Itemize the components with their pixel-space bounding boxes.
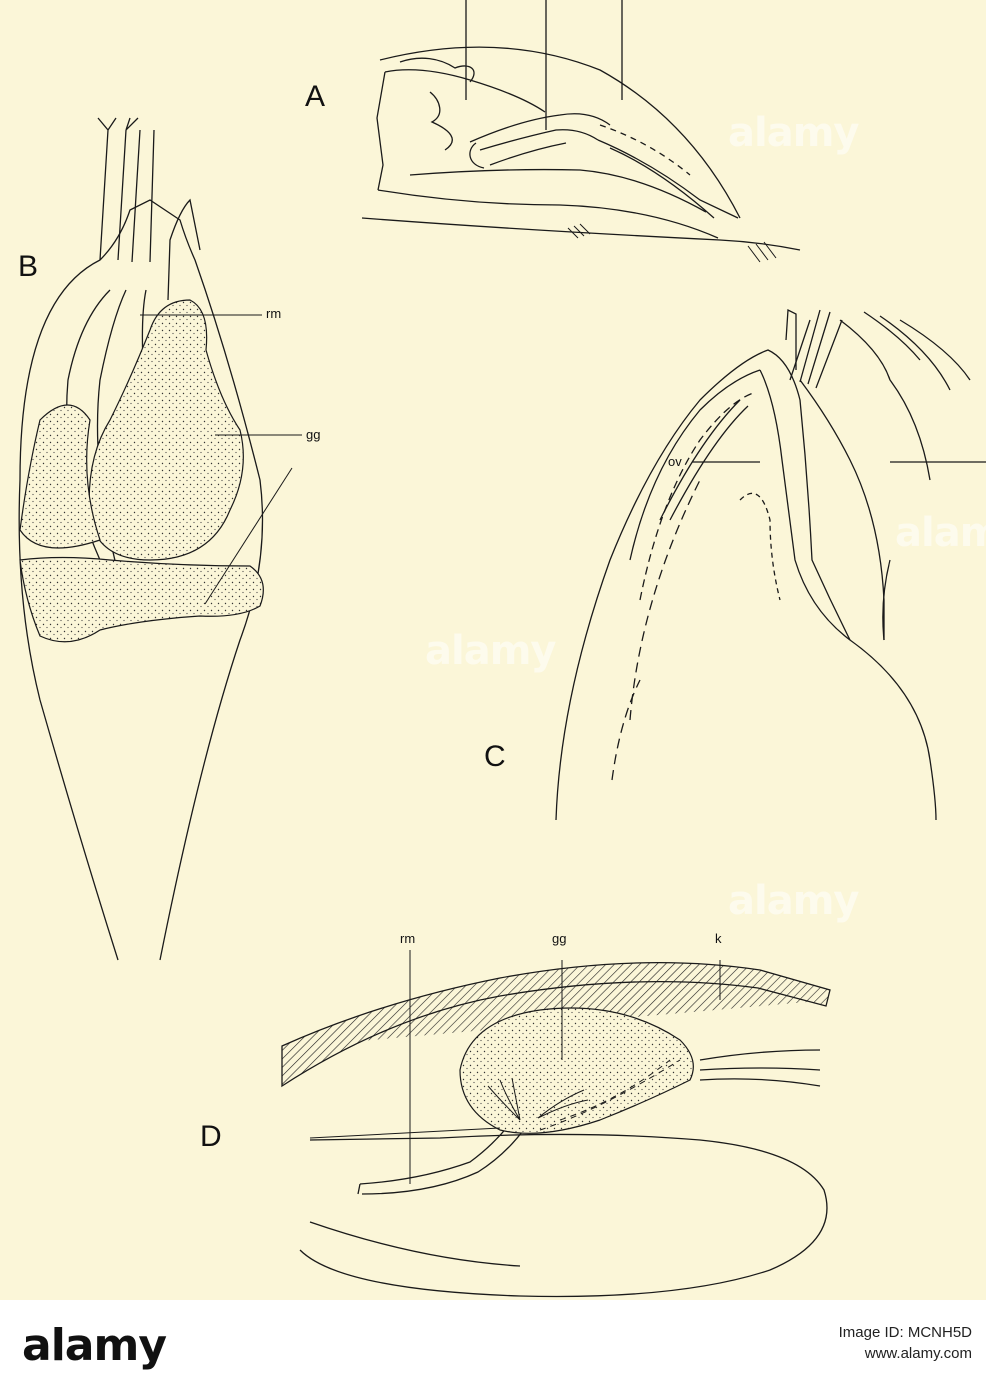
footer-logo: alamy [22,1320,167,1371]
footer-site: www.alamy.com [864,1345,972,1362]
label-d-gg: gg [552,931,567,946]
label-d-k: k [715,931,722,946]
panel-d-letter: D [200,1120,222,1153]
label-d-rm: rm [400,931,416,946]
label-b-gg: gg [306,427,321,442]
panel-c-letter: C [484,740,506,773]
footer-bar: alamy Image ID: MCNH5D www.alamy.com [0,1300,986,1390]
label-c-ov: ov [668,454,682,469]
illustration-plate: A B C D rm gg ov rm gg k alamy alamy ala… [18,0,986,1298]
panel-d-gland-shading [459,1007,694,1134]
panel-b-letter: B [18,250,39,283]
anatomical-drawing [18,0,986,1298]
panel-a-figure [361,0,801,263]
watermark-3: alamy [425,628,556,674]
panel-b-gland-shading [19,299,264,643]
footer-image-info: Image ID: MCNH5D www.alamy.com [839,1322,972,1364]
panel-c-figure [555,308,986,821]
label-b-rm: rm [266,306,282,321]
watermark-4: alamy [728,878,859,924]
panel-a-letter: A [305,80,326,113]
watermark-1: alamy [728,110,859,156]
footer-image-id: Image ID: MCNH5D [838,1324,972,1341]
watermark-2: alamy [895,510,986,556]
